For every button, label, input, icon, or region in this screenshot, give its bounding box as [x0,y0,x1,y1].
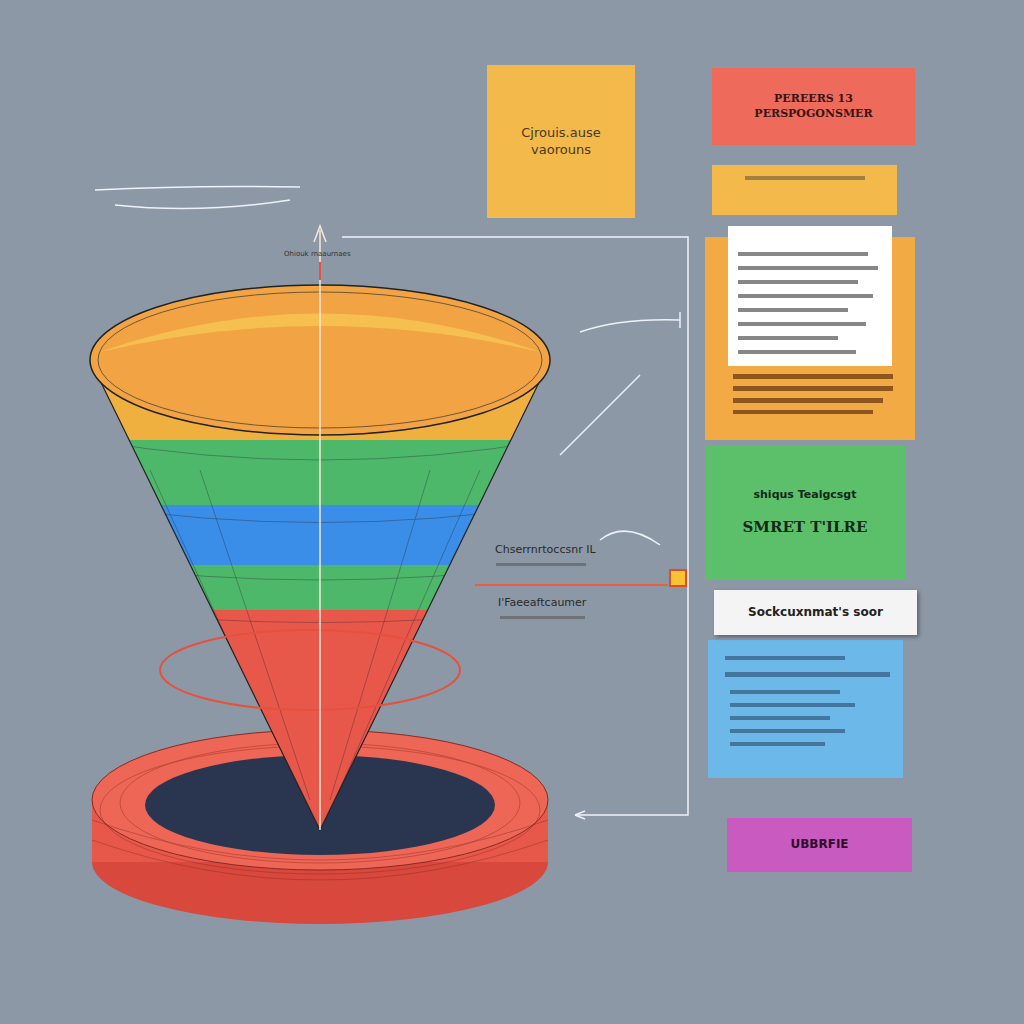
marker [670,570,686,586]
box-heading: shiqus Tealgcsgt [753,488,856,502]
text-box: Cjrouis.ause vaorouns [487,65,635,218]
annotation-label: I'Faeeaftcaumer [498,596,586,609]
side-panels [705,165,915,778]
box-heading: Sockcuxnmat's soor [748,605,883,621]
text-box: PEREERS 13 PERSPOGONSMER [712,68,915,145]
box-heading: UBBRFIE [790,837,848,853]
box-text: SMRET T'ILRE [743,518,868,538]
box-heading: Cjrouis.ause vaorouns [511,125,611,159]
orbit-ring [160,630,460,710]
box-heading: PEREERS 13 PERSPOGONSMER [739,92,889,121]
text-box: UBBRFIE [727,818,912,872]
pointer-line [475,584,668,586]
text-box: Sockcuxnmat's soor [714,590,917,635]
text-box: shiqus TealgcsgtSMRET T'ILRE [705,445,905,580]
annotation-label: Chserrnrtoccsnr IL [495,543,596,556]
annotation-label: Ohiouk rnaaurnaes [284,250,351,258]
